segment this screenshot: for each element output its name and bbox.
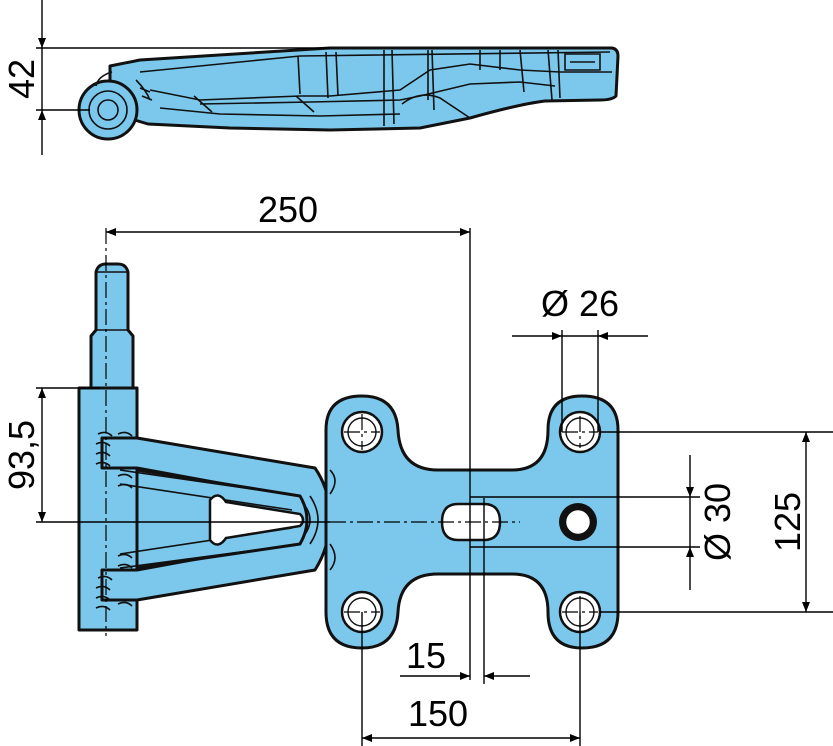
dimension-height-label: 42 [1,59,42,99]
center-lines [105,228,598,636]
dimension-bolt-hole-label: Ø 26 [541,283,619,324]
dimension-length: 250 [106,189,471,680]
dimension-slot-offset: 15 [400,498,530,684]
dimension-center-hole: Ø 30 [470,455,738,590]
dimension-hole-spacing-horizontal-label: 150 [408,693,468,734]
dimension-hole-spacing-horizontal: 150 [361,612,581,746]
dimension-slot-offset-label: 15 [406,635,446,676]
dimension-pin-offset: 93,5 [1,387,330,523]
dimension-hole-spacing-vertical-label: 125 [767,492,808,552]
center-hole [559,503,597,541]
plan-view [77,262,620,650]
hinge-pin [89,262,135,392]
dimension-height: 42 [1,0,330,155]
dimension-bolt-hole: Ø 26 [512,283,648,432]
side-view-details [95,49,612,126]
dimension-length-label: 250 [258,189,318,230]
dimension-center-hole-label: Ø 30 [697,483,738,561]
dimension-pin-offset-label: 93,5 [1,420,42,490]
side-view-body [108,46,620,132]
dimension-hole-spacing-vertical: 125 [600,431,833,613]
side-view-hinge-pin [97,99,119,121]
weld-marks [95,431,133,611]
side-view [77,46,620,141]
v-arm-cutout [208,494,305,546]
